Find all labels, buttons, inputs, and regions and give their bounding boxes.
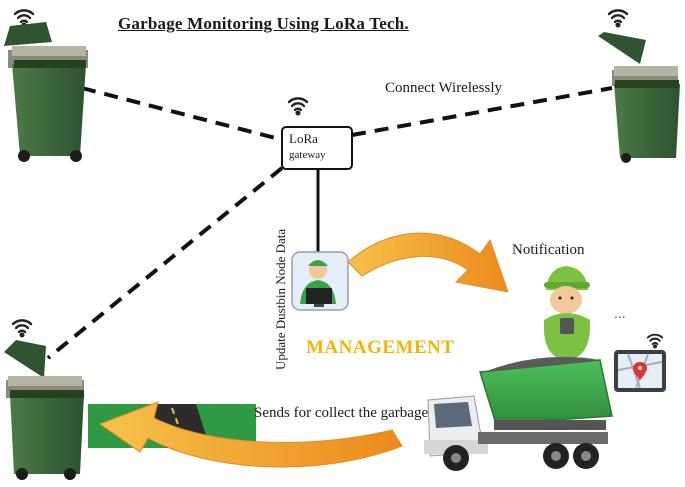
wireless-links: [46, 86, 613, 360]
truck-icon: [424, 356, 613, 471]
wifi-icon: [607, 9, 629, 28]
dustbin-icon: [598, 32, 680, 163]
notification-label: Notification: [512, 242, 585, 258]
update-data-label: Update Dustbin Node Data: [273, 228, 288, 370]
link-topright-bin: [351, 86, 613, 137]
diagram-title: Garbage Monitoring Using LoRa Tech.: [118, 14, 409, 33]
dustbin-icon: [4, 22, 88, 162]
worker-icon: [291, 251, 349, 311]
map-icon: [614, 350, 666, 392]
wifi-icon: [287, 97, 309, 116]
dustbin-icon: [4, 340, 84, 480]
collect-garbage-label: Sends for collect the garbage: [254, 405, 429, 421]
management-label: MANAGEMENT: [306, 337, 455, 358]
worker-icon: ...: [543, 266, 626, 360]
arrow-to-garbage: [98, 401, 403, 468]
wifi-icon: [646, 333, 664, 349]
gateway-label-line1: LoRa: [289, 131, 318, 146]
arrow-to-notification: [347, 232, 509, 293]
lora-gateway-node: LoRa gateway: [281, 126, 353, 170]
link-topleft-bin: [81, 86, 284, 142]
wifi-icon: [11, 319, 33, 338]
gateway-label-line2: gateway: [289, 149, 326, 161]
link-bottomleft-bin: [46, 166, 284, 360]
connection-label: Connect Wirelessly: [385, 80, 503, 96]
ellipsis-dots: ...: [614, 305, 626, 321]
